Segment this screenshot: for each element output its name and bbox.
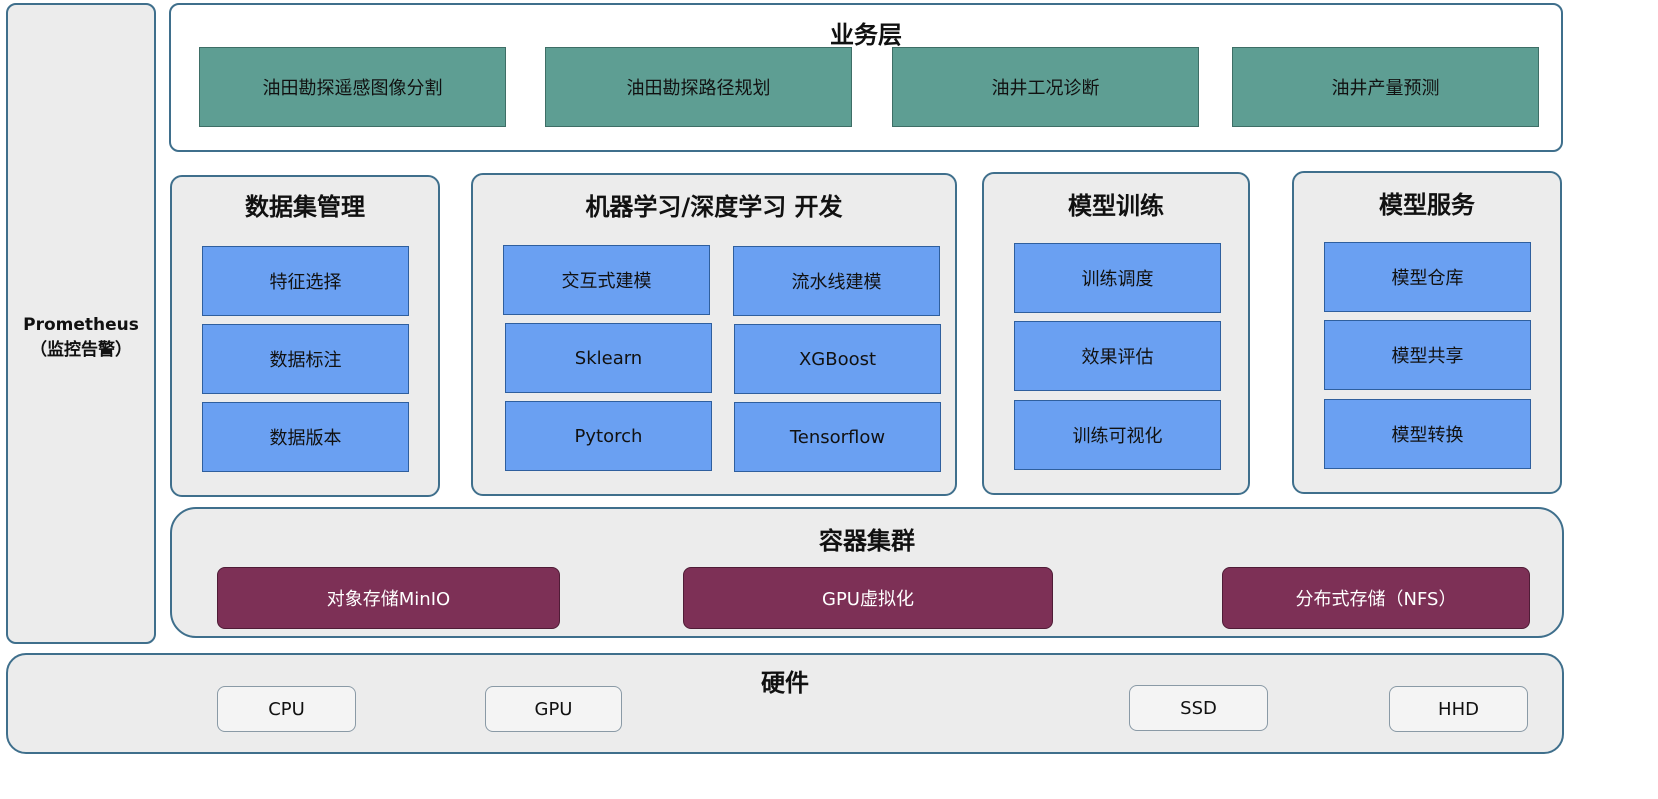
service-item-sharing: 模型共享 bbox=[1324, 320, 1531, 390]
hardware-item-gpu: GPU bbox=[485, 686, 622, 732]
training-item-scheduling: 训练调度 bbox=[1014, 243, 1221, 313]
ml-item-interactive-modeling: 交互式建模 bbox=[503, 245, 710, 315]
service-item-conversion: 模型转换 bbox=[1324, 399, 1531, 469]
training-item-evaluation: 效果评估 bbox=[1014, 321, 1221, 391]
hardware-item-cpu: CPU bbox=[217, 686, 356, 732]
business-item-remote-sensing: 油田勘探遥感图像分割 bbox=[199, 47, 506, 127]
cluster-item-nfs: 分布式存储（NFS） bbox=[1222, 567, 1530, 629]
prometheus-panel: Prometheus （监控告警） bbox=[6, 3, 156, 644]
cluster-item-minio: 对象存储MinIO bbox=[217, 567, 560, 629]
training-item-visualization: 训练可视化 bbox=[1014, 400, 1221, 470]
ml-item-xgboost: XGBoost bbox=[734, 324, 941, 394]
model-training-title: 模型训练 bbox=[1068, 192, 1164, 220]
ml-item-pipeline-modeling: 流水线建模 bbox=[733, 246, 940, 316]
dataset-item-versioning: 数据版本 bbox=[202, 402, 409, 472]
model-service-title: 模型服务 bbox=[1379, 191, 1475, 219]
ml-item-tensorflow: Tensorflow bbox=[734, 402, 941, 472]
ml-item-sklearn: Sklearn bbox=[505, 323, 712, 393]
prometheus-label-line2: （监控告警） bbox=[30, 340, 132, 360]
hardware-item-hhd: HHD bbox=[1389, 686, 1528, 732]
container-cluster-title: 容器集群 bbox=[819, 527, 915, 555]
prometheus-label: Prometheus （监控告警） bbox=[8, 313, 154, 363]
dataset-mgmt-title: 数据集管理 bbox=[245, 193, 365, 221]
prometheus-label-line1: Prometheus bbox=[23, 315, 139, 335]
dataset-item-annotation: 数据标注 bbox=[202, 324, 409, 394]
dataset-item-feature-selection: 特征选择 bbox=[202, 246, 409, 316]
cluster-item-gpu-virtualization: GPU虚拟化 bbox=[683, 567, 1053, 629]
ml-item-pytorch: Pytorch bbox=[505, 401, 712, 471]
business-item-path-planning: 油田勘探路径规划 bbox=[545, 47, 852, 127]
hardware-item-ssd: SSD bbox=[1129, 685, 1268, 731]
service-item-repository: 模型仓库 bbox=[1324, 242, 1531, 312]
business-layer-title: 业务层 bbox=[830, 21, 902, 49]
business-item-production-forecast: 油井产量预测 bbox=[1232, 47, 1539, 127]
hardware-title: 硬件 bbox=[761, 669, 809, 697]
business-item-well-diagnosis: 油井工况诊断 bbox=[892, 47, 1199, 127]
ml-dev-title: 机器学习/深度学习 开发 bbox=[585, 193, 843, 221]
